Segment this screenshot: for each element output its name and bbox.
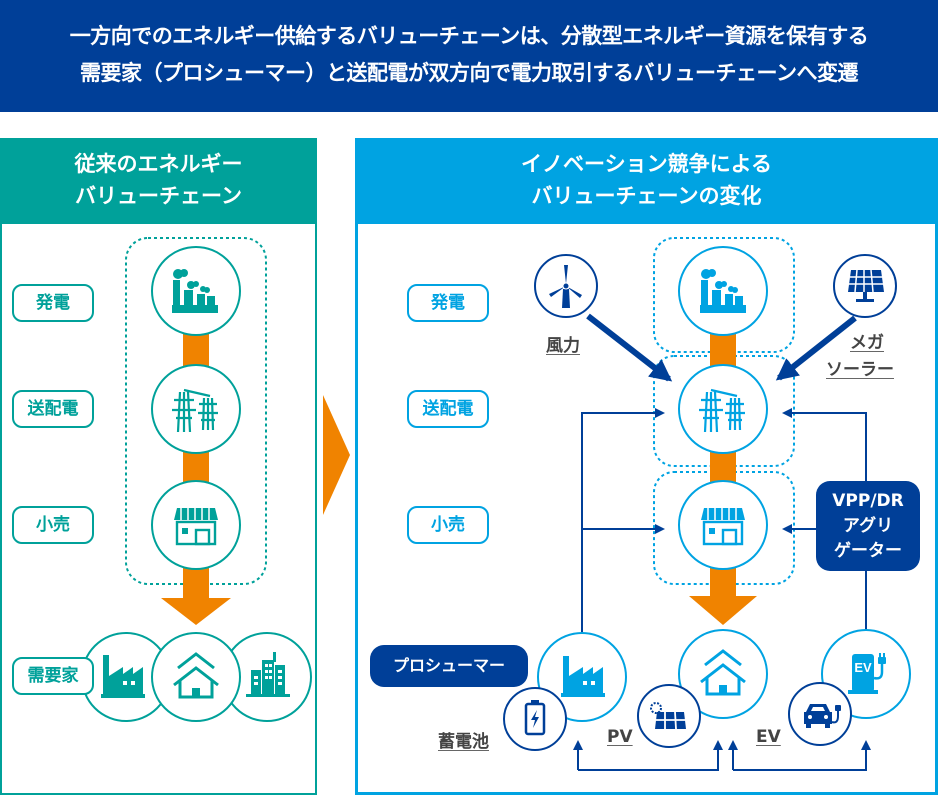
flow-arrow-head <box>161 598 231 625</box>
battery-label: 蓄電池 <box>438 732 489 752</box>
factory-icon <box>101 655 145 698</box>
ev-charger-label: EV <box>854 660 872 675</box>
megasolar-to-grid-arrow <box>775 315 857 381</box>
vpp-dr-aggregator-box: VPP/DR アグリ ゲーター <box>816 481 920 571</box>
right-stage-label-generation: 発電 <box>407 284 489 322</box>
consumer-house-node <box>151 632 241 722</box>
pv-node <box>637 684 701 748</box>
innovation-title-line-2: バリューチェーンの変化 <box>531 184 762 208</box>
prosumer-badge: プロシューマー <box>370 645 528 687</box>
vpp-to-transmission-line <box>782 408 867 481</box>
factory-icon <box>561 656 605 697</box>
traditional-title-line-1: 従来のエネルギー <box>74 152 243 176</box>
power-plant-node <box>151 246 241 336</box>
supply-chain-dotted-group <box>125 237 267 585</box>
transmission-node <box>151 364 241 454</box>
mega-solar-label-line-1: メガ <box>850 333 884 353</box>
pv-label: PV <box>607 727 633 747</box>
banner-line-2: 需要家（プロシューマー）と送配電が双方向で電力取引するバリューチェーンへ変遷 <box>80 61 858 85</box>
consumer-building-node <box>222 632 312 722</box>
innovation-title-line-1: イノベーション競争による <box>521 152 772 176</box>
left-stage-label-consumer: 需要家 <box>12 657 94 695</box>
power-plant-icon <box>700 269 746 313</box>
left-stage-label-retail: 小売 <box>12 506 94 544</box>
banner-line-1: 一方向でのエネルギー供給するバリューチェーンは、分散型エネルギー資源を保有する <box>69 24 869 48</box>
right-transmission-node <box>678 364 768 454</box>
bottom-link-right <box>733 740 871 771</box>
innovation-value-chain-panel: イノベーション競争による バリューチェーンの変化 <box>355 138 938 795</box>
wind-turbine-icon <box>549 265 582 308</box>
transmission-tower-icon <box>699 388 745 433</box>
prosumer-to-transmission-line <box>581 408 665 632</box>
vpp-line-3: ゲーター <box>834 541 902 561</box>
right-store-node <box>678 480 768 570</box>
left-stage-label-transmission: 送配電 <box>12 390 94 428</box>
traditional-panel-header: 従来のエネルギー バリューチェーン <box>0 138 317 224</box>
battery-node <box>503 687 567 751</box>
traditional-value-chain-panel: 従来のエネルギー バリューチェーン <box>0 138 317 795</box>
innovation-panel-header: イノベーション競争による バリューチェーンの変化 <box>355 138 938 224</box>
wind-to-grid-arrow <box>586 313 673 382</box>
right-flow-arrow-head <box>689 596 757 625</box>
ev-label: EV <box>756 727 781 747</box>
pv-solar-icon <box>650 702 686 730</box>
store-node <box>151 480 241 570</box>
battery-icon <box>524 700 546 736</box>
right-stage-label-retail: 小売 <box>407 506 489 544</box>
ev-charger-icon <box>848 653 886 694</box>
vpp-line-2: アグリ <box>842 516 894 536</box>
prosumer-factory-node <box>537 632 627 722</box>
wind-power-label: 風力 <box>546 336 580 356</box>
ev-car-node <box>788 682 852 746</box>
electric-car-icon <box>804 704 841 728</box>
solar-panel-icon <box>848 269 884 302</box>
bottom-link-left <box>578 740 723 771</box>
store-icon <box>701 508 745 546</box>
header-banner: 一方向でのエネルギー供給するバリューチェーンは、分散型エネルギー資源を保有する … <box>0 0 938 112</box>
generation-dotted-group <box>653 237 795 353</box>
transmission-tower-icon <box>172 388 218 433</box>
mega-solar-node <box>833 254 897 318</box>
right-stage-label-transmission: 送配電 <box>407 390 489 428</box>
power-plant-icon <box>172 269 218 313</box>
right-power-plant-node <box>678 246 768 336</box>
traditional-title-line-2: バリューチェーン <box>75 184 242 208</box>
building-icon <box>246 652 290 697</box>
prosumer-house-node <box>678 629 768 719</box>
house-icon <box>700 649 746 696</box>
house-icon <box>173 652 219 699</box>
transition-arrow <box>323 395 350 515</box>
mega-solar-label-line-2: ソーラー <box>826 360 894 380</box>
store-icon <box>174 508 218 546</box>
wind-power-node <box>534 254 598 318</box>
vpp-line-1: VPP/DR <box>832 491 904 511</box>
connection-lines <box>573 408 871 771</box>
left-stage-label-generation: 発電 <box>12 284 94 322</box>
